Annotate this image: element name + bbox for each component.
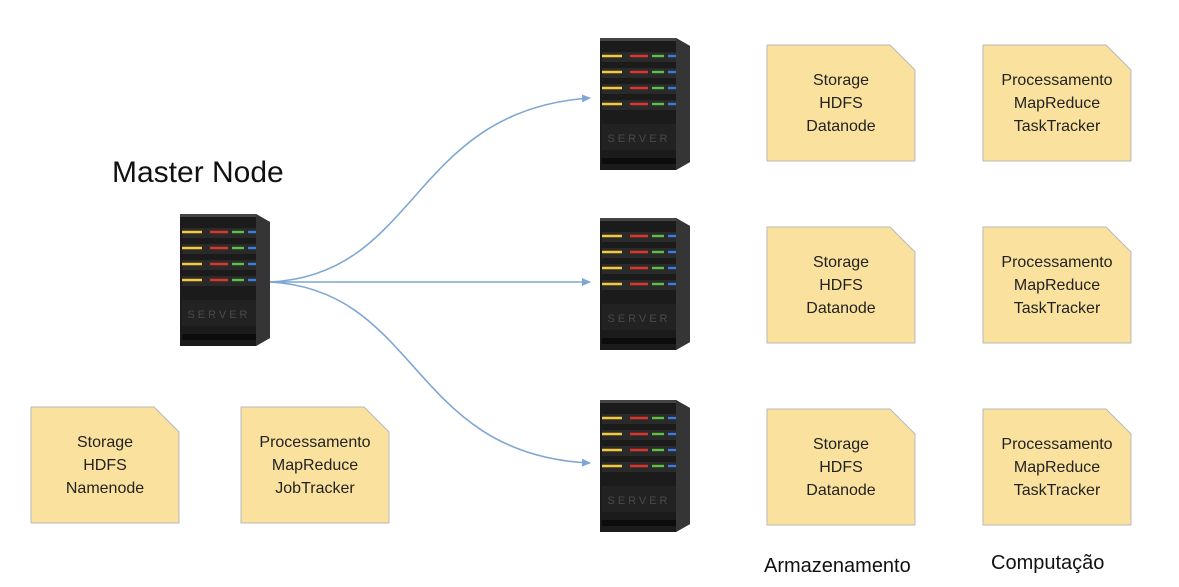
- master-compute-note: Processamento MapReduce JobTracker: [240, 406, 390, 524]
- worker-1-compute-note: Processamento MapReduce TaskTracker: [982, 44, 1132, 162]
- note-line: HDFS: [819, 458, 863, 476]
- worker-server-2-icon: SERVER: [592, 214, 692, 359]
- worker-server-3-icon: SERVER: [592, 396, 692, 541]
- note-line: MapReduce: [1013, 94, 1101, 112]
- note-line: Processamento: [1001, 435, 1113, 453]
- note-line: TaskTracker: [1013, 117, 1101, 135]
- worker-3-storage-note: Storage HDFS Datanode: [766, 408, 916, 526]
- arrow-to-worker-3: [269, 281, 591, 467]
- master-server-icon: SERVER: [172, 210, 272, 355]
- note-line: Storage: [812, 253, 870, 271]
- note-line: HDFS: [819, 276, 863, 294]
- note-line: MapReduce: [271, 456, 359, 474]
- note-line: Datanode: [806, 481, 876, 499]
- worker-1-storage-note: Storage HDFS Datanode: [766, 44, 916, 162]
- note-line: MapReduce: [1013, 276, 1101, 294]
- note-line: Datanode: [806, 117, 876, 135]
- note-line: TaskTracker: [1013, 299, 1101, 317]
- note-line: TaskTracker: [1013, 481, 1101, 499]
- note-line: MapReduce: [1013, 458, 1101, 476]
- worker-2-compute-note: Processamento MapReduce TaskTracker: [982, 226, 1132, 344]
- master-node-title: Master Node: [112, 156, 284, 189]
- note-line: Namenode: [65, 479, 145, 497]
- storage-column-caption: Armazenamento: [764, 555, 911, 577]
- note-line: Processamento: [259, 433, 371, 451]
- worker-server-1-icon: SERVER: [592, 34, 692, 179]
- worker-3-compute-note: Processamento MapReduce TaskTracker: [982, 408, 1132, 526]
- arrow-to-worker-1: [269, 94, 591, 283]
- server-label: SERVER: [187, 309, 250, 321]
- server-label: SERVER: [607, 495, 670, 507]
- note-line: HDFS: [83, 456, 127, 474]
- note-line: JobTracker: [275, 479, 355, 497]
- master-storage-note: Storage HDFS Namenode: [30, 406, 180, 524]
- note-line: Storage: [812, 71, 870, 89]
- server-label: SERVER: [607, 313, 670, 325]
- note-line: Storage: [812, 435, 870, 453]
- note-line: Processamento: [1001, 71, 1113, 89]
- worker-2-storage-note: Storage HDFS Datanode: [766, 226, 916, 344]
- note-line: Processamento: [1001, 253, 1113, 271]
- note-line: Storage: [76, 433, 134, 451]
- compute-column-caption: Computação: [991, 552, 1105, 574]
- note-line: Datanode: [806, 299, 876, 317]
- note-line: HDFS: [819, 94, 863, 112]
- server-label: SERVER: [607, 133, 670, 145]
